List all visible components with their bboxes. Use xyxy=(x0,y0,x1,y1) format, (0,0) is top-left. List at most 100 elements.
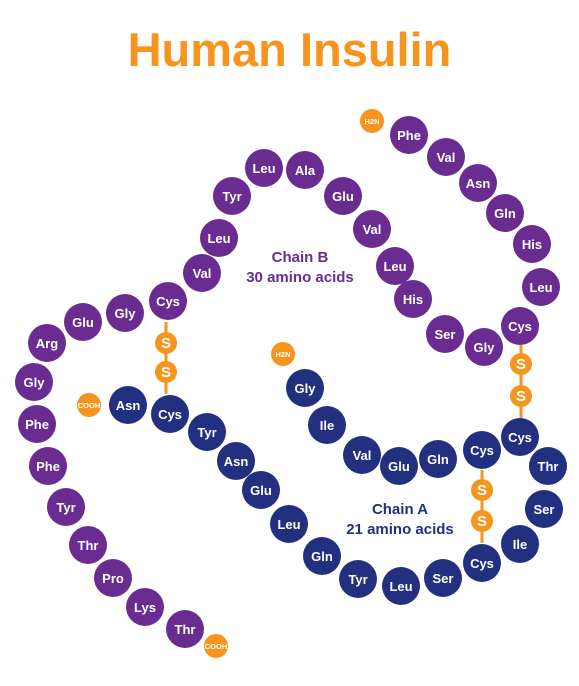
chain-b-residue-label-3: Asn xyxy=(466,176,491,191)
bridge-1-sulfur-2 xyxy=(155,361,177,383)
chain-a-residue-2 xyxy=(308,406,346,444)
chain-a-residue-15 xyxy=(303,537,341,575)
chain-a-residue-label-1: Gly xyxy=(295,381,317,396)
chain-a-residue-18 xyxy=(217,442,255,480)
chain-b-residue-label-4: Gln xyxy=(494,206,516,221)
chain-b-residue-label-13: Glu xyxy=(332,189,354,204)
bridge-2-sulfur-2 xyxy=(510,385,532,407)
chain-b-name: Chain B xyxy=(272,249,329,266)
diagram-title: Human Insulin xyxy=(127,23,452,76)
chain-b-residue-label-17: Leu xyxy=(207,231,230,246)
bridge-3-sulfur-1 xyxy=(471,479,493,501)
chain-a-residue-label-17: Glu xyxy=(250,483,272,498)
chain-b-residue-label-6: Leu xyxy=(529,280,552,295)
chain-b-residue-22 xyxy=(28,324,66,362)
chain-b-residue-21 xyxy=(64,303,102,341)
chain-b-residue-12 xyxy=(353,210,391,248)
chain-b-residue-label-14: Ala xyxy=(295,163,316,178)
chain-b-residue-label-28: Pro xyxy=(102,571,124,586)
chain-b-c-terminus xyxy=(204,634,228,658)
chain-a-n-terminus-label: H2N xyxy=(275,350,290,359)
chain-b-residue-label-8: Gly xyxy=(474,340,496,355)
chain-b-residue-2 xyxy=(427,138,465,176)
chain-b-residue-label-9: Ser xyxy=(435,327,456,342)
chain-b-residue-16 xyxy=(213,177,251,215)
chain-b-residue-8 xyxy=(465,328,503,366)
chain-b-residue-label-19: Cys xyxy=(156,294,180,309)
bridge-3-sulfur-label-2: S xyxy=(477,513,487,530)
chain-b-residue-label-18: Val xyxy=(193,266,212,281)
chain-a-residue-label-6: Cys xyxy=(470,443,494,458)
bridge-3-sulfur-2 xyxy=(471,510,493,532)
chain-a-residue-label-13: Leu xyxy=(389,579,412,594)
chain-b-residue-6 xyxy=(522,268,560,306)
chain-b: PheValAsnGlnHisLeuCysGlySerHisLeuValGluA… xyxy=(15,116,560,648)
chain-a-residue-label-7: Cys xyxy=(508,430,532,445)
chain-b-residue-label-12: Val xyxy=(363,222,382,237)
chain-b-residue-label-24: Phe xyxy=(25,417,49,432)
chain-b-residue-24 xyxy=(18,405,56,443)
chain-a-residue-17 xyxy=(242,471,280,509)
bridge-2-sulfur-1 xyxy=(510,353,532,375)
chain-b-residue-26 xyxy=(47,488,85,526)
chain-b-n-terminus xyxy=(360,109,384,133)
chain-a-residue-label-19: Tyr xyxy=(197,425,216,440)
chain-b-residue-14 xyxy=(286,151,324,189)
chain-b-residue-label-16: Tyr xyxy=(222,189,241,204)
chain-a-residue-label-16: Leu xyxy=(277,517,300,532)
chain-a-residue-16 xyxy=(270,505,308,543)
chain-b-residue-9 xyxy=(426,315,464,353)
chain-a-residue-7 xyxy=(501,418,539,456)
chain-b-residue-3 xyxy=(459,164,497,202)
bridge-2-sulfur-label-1: S xyxy=(516,356,526,373)
chain-b-residue-13 xyxy=(324,177,362,215)
chain-a-residue-label-21: Asn xyxy=(116,398,141,413)
chain-b-residue-label-15: Leu xyxy=(252,161,275,176)
chain-b-residue-29 xyxy=(126,588,164,626)
chain-b-residue-label-25: Phe xyxy=(36,459,60,474)
chain-b-residue-15 xyxy=(245,149,283,187)
chain-a-residue-1 xyxy=(286,369,324,407)
chain-b-residue-30 xyxy=(166,610,204,648)
chain-b-residue-19 xyxy=(149,282,187,320)
chain-b-residue-label-30: Thr xyxy=(175,622,196,637)
chain-a-residue-label-3: Val xyxy=(353,448,372,463)
chain-b-residue-label-10: His xyxy=(403,292,423,307)
chain-a-residue-10 xyxy=(501,525,539,563)
chain-b-residue-label-1: Phe xyxy=(397,128,421,143)
chain-a-residue-12 xyxy=(424,559,462,597)
chain-a-residue-label-4: Glu xyxy=(388,459,410,474)
chain-b-residue-11 xyxy=(376,247,414,285)
chain-b-residue-17 xyxy=(200,219,238,257)
chain-b-c-terminus-label: COOH xyxy=(205,642,228,651)
chain-a-residue-6 xyxy=(463,431,501,469)
chain-b-residue-label-11: Leu xyxy=(383,259,406,274)
chain-a-residue-5 xyxy=(419,440,457,478)
bridge-1-sulfur-label-2: S xyxy=(161,364,171,381)
chain-b-residue-label-2: Val xyxy=(437,150,456,165)
chain-a-residue-9 xyxy=(525,490,563,528)
chain-b-residue-label-5: His xyxy=(522,237,542,252)
chain-a-count: 21 amino acids xyxy=(346,521,454,538)
bridge-1-sulfur-label-1: S xyxy=(161,335,171,352)
chain-a-name: Chain A xyxy=(372,501,428,518)
chain-b-residue-label-21: Glu xyxy=(72,315,94,330)
chain-a-residue-8 xyxy=(529,447,567,485)
chain-b-residue-5 xyxy=(513,225,551,263)
bridge-3-sulfur-label-1: S xyxy=(477,482,487,499)
chain-b-residue-label-20: Gly xyxy=(115,306,137,321)
chain-a-residue-13 xyxy=(382,567,420,605)
chain-a-residue-4 xyxy=(380,447,418,485)
chain-b-count: 30 amino acids xyxy=(246,269,354,286)
chain-a-residue-label-11: Cys xyxy=(470,556,494,571)
chain-b-residue-27 xyxy=(69,526,107,564)
chain-b-residue-label-29: Lys xyxy=(134,600,156,615)
chain-a-residue-label-5: Gln xyxy=(427,452,449,467)
chain-a-residue-20 xyxy=(151,395,189,433)
chain-a-residue-label-18: Asn xyxy=(224,454,249,469)
chain-a-residue-label-12: Ser xyxy=(433,571,454,586)
chain-a-c-terminus-label: COOH xyxy=(78,401,101,410)
chain-b-residue-7 xyxy=(501,307,539,345)
